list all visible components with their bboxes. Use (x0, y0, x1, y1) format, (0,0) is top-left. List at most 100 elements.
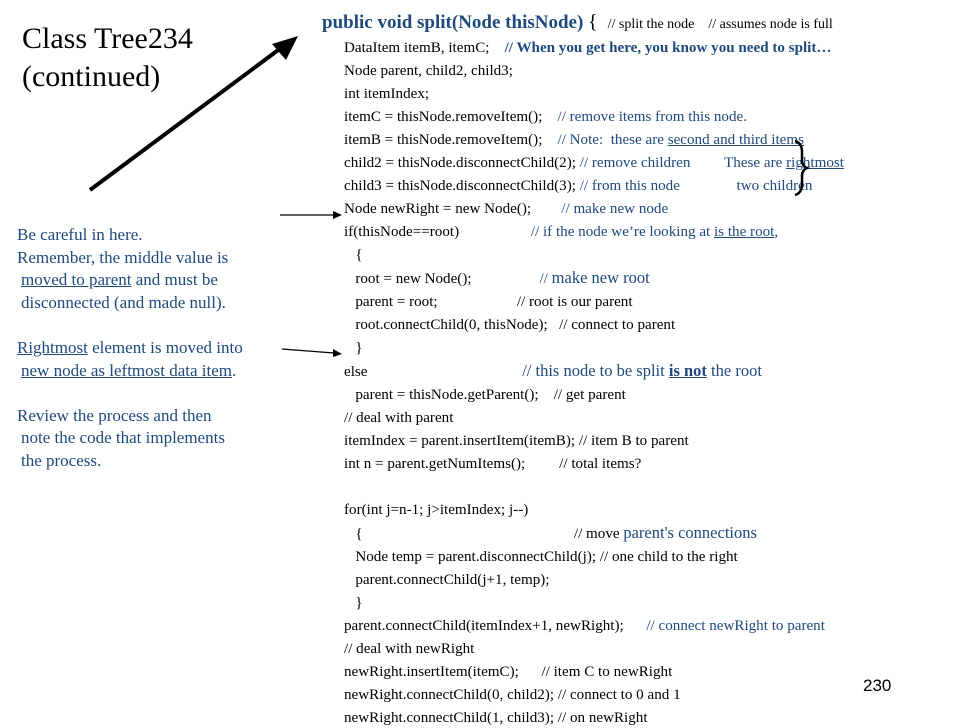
code-line: for(int j=n-1; j>itemIndex; j--) (344, 502, 529, 518)
code-line: newRight.connectChild(0, child2); // con… (344, 685, 681, 705)
note-line: Review the process and then (17, 405, 212, 425)
code-line: parent = root; // root is our parent (344, 292, 633, 312)
note-line: new node as leftmost data item. (17, 360, 307, 383)
code-comment: , (774, 224, 779, 240)
code-comment: // item C to newRight (541, 664, 673, 680)
code-text: root = new Node(); (344, 271, 540, 287)
pointer-arrowhead-1 (333, 211, 342, 219)
code-line: parent.connectChild(j+1, temp); (344, 572, 550, 588)
side-notes: Be careful in here. Remember, the middle… (17, 224, 307, 495)
code-text: child3 = thisNode.disconnectChild(3); (344, 178, 580, 194)
code-comment: // from this node two children (579, 178, 813, 194)
code-comment-underlined: is not (668, 361, 707, 380)
note-line: Rightmost element is moved into (17, 337, 307, 360)
note-paragraph-1: Be careful in here. Remember, the middle… (17, 224, 307, 314)
diagonal-arrowhead (272, 36, 298, 60)
code-line: root.connectChild(0, thisNode); // conne… (344, 315, 675, 335)
diagonal-arrow (88, 43, 287, 192)
code-comment: // connect to 0 and 1 (557, 687, 681, 703)
code-comment: // if the node we’re looking at (530, 224, 714, 240)
note-text: element is moved into (87, 337, 243, 357)
note-underlined: moved to parent (21, 270, 132, 290)
code-comment-underlined: is the root (713, 224, 775, 240)
code-line: parent.connectChild(itemIndex+1, newRigh… (344, 616, 825, 636)
slide-title: Class Tree234 (continued) (22, 20, 193, 96)
note-paragraph-3: Review the process and then note the cod… (17, 405, 307, 473)
code-line-signature: public void split(Node thisNode) { // sp… (322, 12, 833, 35)
code-comment: // item B to parent (578, 433, 689, 449)
code-text: { (344, 526, 574, 542)
code-line: // deal with parent (344, 410, 454, 426)
code-text: itemIndex = parent.insertItem(itemB); (344, 433, 579, 449)
code-comment: // (539, 271, 552, 287)
code-text: root.connectChild(0, thisNode); (344, 317, 560, 333)
code-line: itemB = thisNode.removeItem(); // Note: … (344, 130, 804, 150)
code-line: Node temp = parent.disconnectChild(j); /… (344, 547, 738, 567)
code-line: Node newRight = new Node(); // make new … (344, 199, 668, 219)
code-comment: // get parent (553, 387, 626, 403)
code-text: { (588, 11, 608, 33)
code-line: Node parent, child2, child3; (344, 63, 513, 79)
page-number: 230 (863, 676, 892, 695)
code-comment: the root (706, 361, 762, 380)
note-paragraph-2: Rightmost element is moved into new node… (17, 337, 307, 382)
code-text: Node temp = parent.disconnectChild(j); (344, 549, 600, 565)
code-line: int itemIndex; (344, 86, 430, 102)
code-text: if(thisNode==root) (344, 224, 531, 240)
code-comment: // remove items from this node. (557, 109, 747, 125)
note-line: moved to parent and must be (17, 269, 307, 292)
code-comment: parent's connections (623, 523, 757, 542)
code-line: itemC = thisNode.removeItem(); // remove… (344, 107, 747, 127)
note-line: the process. (21, 450, 102, 470)
code-comment: // connect newRight to parent (646, 618, 825, 634)
code-comment: this node to be split (535, 361, 669, 380)
code-line: else // this node to be split is not the… (344, 361, 762, 382)
code-line: DataItem itemB, itemC; // When you get h… (344, 38, 832, 58)
code-line: // deal with newRight (344, 641, 475, 657)
code-line: root = new Node(); // make new root (344, 268, 650, 289)
code-line: } (344, 340, 363, 356)
code-text: parent = thisNode.getParent(); (344, 387, 554, 403)
code-comment: // make new node (561, 201, 669, 217)
method-signature: public void split(Node thisNode) (322, 12, 589, 33)
code-line: child3 = thisNode.disconnectChild(3); //… (344, 176, 812, 196)
code-comment: // one child to the right (599, 549, 738, 565)
title-line-1: Class Tree234 (22, 22, 193, 55)
code-comment: // root is our parent (516, 294, 633, 310)
note-underlined: new node as leftmost data item (21, 360, 233, 380)
pointer-arrow-2 (281, 348, 335, 354)
title-line-2: (continued) (22, 60, 161, 93)
code-comment: make new root (551, 268, 650, 287)
note-line: disconnected (and made null). (21, 292, 226, 312)
code-line: itemIndex = parent.insertItem(itemB); //… (344, 431, 689, 451)
code-text: int n = parent.getNumItems(); (344, 456, 560, 472)
code-text: else (344, 364, 523, 380)
code-comment: // split the node // assumes node is ful… (607, 17, 833, 32)
code-text: itemB = thisNode.removeItem(); (344, 132, 558, 148)
code-comment-underlined: second and third items (667, 132, 804, 148)
code-comment: // connect to parent (559, 317, 676, 333)
code-line: child2 = thisNode.disconnectChild(2); //… (344, 153, 844, 173)
code-line: int n = parent.getNumItems(); // total i… (344, 454, 641, 474)
note-text: . (232, 360, 237, 380)
code-comment: // Note: these are (557, 132, 668, 148)
code-text: itemC = thisNode.removeItem(); (344, 109, 558, 125)
note-line: note the code that implements (21, 428, 225, 448)
code-text: child2 = thisNode.disconnectChild(2); (344, 155, 580, 171)
note-line: Remember, the middle value is (17, 247, 229, 267)
code-comment-underlined: rightmost (786, 155, 844, 171)
code-comment: // total items? (559, 456, 642, 472)
code-text: parent.connectChild(itemIndex+1, newRigh… (344, 618, 647, 634)
note-underlined: Rightmost (17, 337, 88, 357)
code-line: { (344, 247, 363, 263)
pointer-arrowhead-2 (333, 349, 342, 357)
note-line: Be careful in here. (17, 225, 143, 244)
note-text: and must be (131, 270, 218, 290)
code-text: Node newRight = new Node(); (344, 201, 562, 217)
code-comment: // remove children These are (579, 155, 787, 171)
curly-brace (794, 139, 811, 197)
code-comment: // move (573, 526, 624, 542)
code-text: parent = root; (344, 294, 517, 310)
code-line: if(thisNode==root) // if the node we’re … (344, 222, 778, 242)
